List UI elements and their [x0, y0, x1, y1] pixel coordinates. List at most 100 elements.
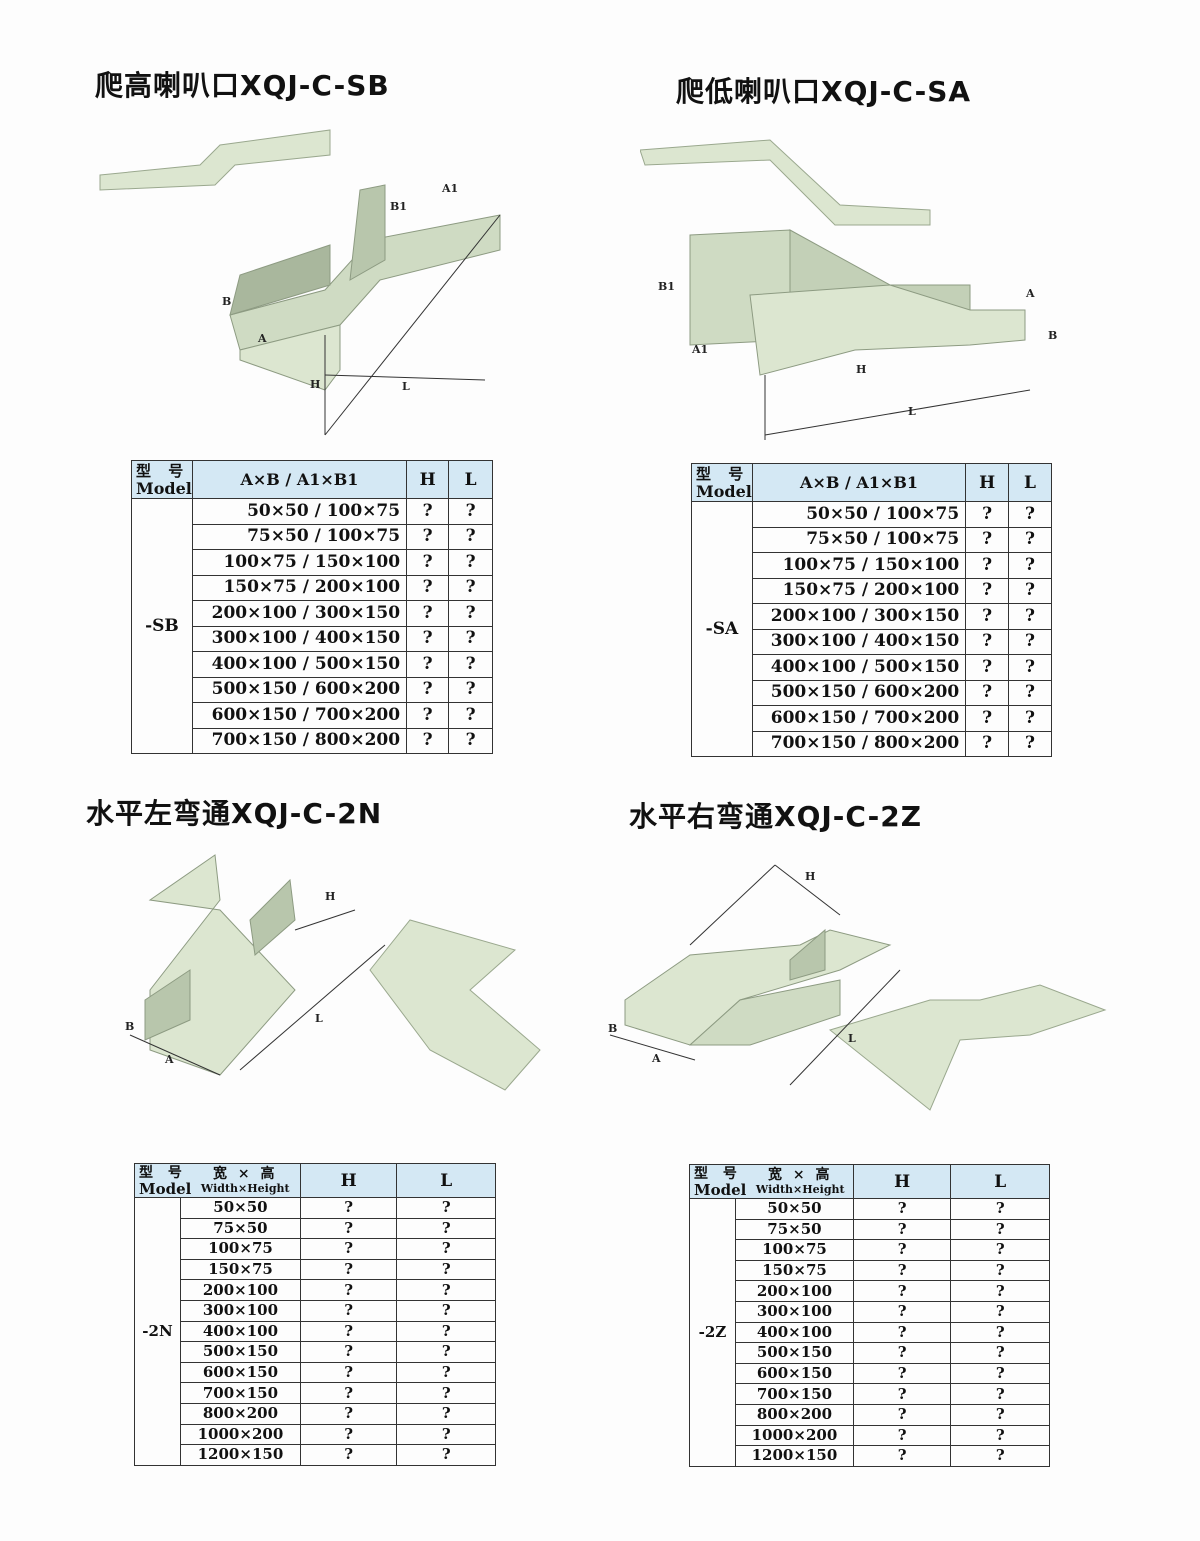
table-row: 500×150?? — [135, 1341, 496, 1363]
l-cell: ? — [1008, 603, 1052, 630]
l-cell: ? — [396, 1382, 496, 1404]
table-row: 500×150 / 600×200?? — [132, 676, 493, 703]
l-cell: ? — [396, 1341, 496, 1363]
model-header-cn: 型 号 — [136, 461, 190, 480]
size-cell: 700×150 — [734, 1383, 854, 1405]
h-cell: ? — [965, 552, 1010, 579]
table-row: 1000×200?? — [690, 1424, 1050, 1447]
l-cell: ? — [1008, 705, 1052, 732]
size-cell: 75×50 / 100×75 — [751, 526, 967, 553]
size-cell: 700×150 / 800×200 — [191, 727, 408, 754]
dim-label: L — [315, 1012, 323, 1025]
l-cell: ? — [448, 600, 493, 627]
table-row: 1200×150?? — [135, 1444, 496, 1466]
l-cell: ? — [396, 1197, 496, 1219]
size-cell: 400×100 — [734, 1321, 854, 1344]
table-row: 100×75?? — [135, 1238, 496, 1260]
dim-label: B — [125, 1020, 134, 1033]
size-header: A×B / A1×B1 — [751, 463, 967, 502]
l-cell: ? — [396, 1299, 496, 1322]
size-header: Width×Height — [755, 1182, 845, 1196]
table-row: 100×75 / 150×100?? — [132, 549, 493, 576]
illustration-2n: H B A L — [125, 854, 541, 1091]
l-cell: ? — [950, 1362, 1050, 1385]
h-cell: ? — [406, 702, 450, 729]
l-cell: ? — [396, 1217, 496, 1240]
h-cell: ? — [965, 679, 1010, 706]
size-cell: 1200×150 — [179, 1444, 301, 1466]
table-row: 700×150 / 800×200?? — [132, 727, 493, 754]
h-cell: ? — [852, 1280, 952, 1302]
illustration-2z: H B A L — [608, 864, 1107, 1111]
table-row: 600×150?? — [690, 1362, 1050, 1385]
size-cell: 50×50 — [179, 1197, 301, 1219]
dim-label: A1 — [691, 343, 708, 356]
h-cell: ? — [965, 628, 1010, 655]
size-cell: 50×50 — [734, 1198, 854, 1220]
l-cell: ? — [448, 676, 493, 703]
h-header: H — [406, 460, 450, 499]
h-cell: ? — [852, 1445, 952, 1467]
table-row: 200×100?? — [690, 1280, 1050, 1302]
h-cell: ? — [406, 523, 450, 550]
size-cell: 75×50 / 100×75 — [191, 523, 408, 550]
l-cell: ? — [448, 625, 493, 652]
l-cell: ? — [950, 1342, 1050, 1364]
l-header: L — [396, 1163, 496, 1198]
model-cell: -2Z — [689, 1198, 736, 1467]
size-header: Width×Height — [200, 1181, 290, 1195]
l-cell: ? — [950, 1403, 1050, 1426]
table-row: 1000×200?? — [135, 1423, 496, 1446]
size-header-cn: 宽 × 高 — [768, 1166, 833, 1183]
h-cell: ? — [852, 1403, 952, 1426]
size-cell: 300×100 — [734, 1300, 854, 1323]
h-cell: ? — [299, 1361, 398, 1384]
title-sa: 爬低喇叭口XQJ-C-SA — [676, 75, 972, 108]
dim-label: L — [402, 380, 410, 393]
size-cell: 1200×150 — [734, 1445, 854, 1467]
dim-label: L — [908, 405, 916, 418]
table-row: 75×50 / 100×75?? — [692, 526, 1052, 553]
h-cell: ? — [406, 625, 450, 652]
h-cell: ? — [406, 600, 450, 627]
l-cell: ? — [448, 549, 493, 576]
h-cell: ? — [406, 574, 450, 601]
size-cell: 600×150 — [179, 1361, 301, 1384]
h-cell: ? — [299, 1402, 398, 1425]
size-cell: 100×75 — [179, 1238, 301, 1260]
table-row: 75×50?? — [135, 1217, 496, 1240]
l-cell: ? — [396, 1238, 496, 1260]
h-cell: ? — [965, 577, 1010, 604]
title-2n: 水平左弯通XQJ-C-2N — [86, 797, 383, 830]
l-cell: ? — [396, 1444, 496, 1466]
l-cell: ? — [1008, 501, 1052, 528]
h-cell: ? — [852, 1218, 952, 1241]
size-cell: 600×150 / 700×200 — [751, 705, 967, 732]
h-cell: ? — [299, 1217, 398, 1240]
size-cell: 800×200 — [179, 1402, 301, 1425]
dim-label: H — [856, 363, 866, 376]
h-cell: ? — [299, 1238, 398, 1260]
dim-label: B — [608, 1022, 617, 1035]
table-row: 400×100 / 500×150?? — [132, 651, 493, 678]
h-cell: ? — [299, 1197, 398, 1219]
table-row: 75×50 / 100×75?? — [132, 523, 493, 550]
h-cell: ? — [965, 730, 1010, 757]
model-header-cn: 型 号 — [139, 1164, 187, 1181]
model-header-cn: 型 号 — [694, 1165, 742, 1182]
h-cell: ? — [852, 1383, 952, 1405]
h-cell: ? — [406, 549, 450, 576]
table-row: 75×50?? — [690, 1218, 1050, 1241]
size-cell: 600×150 — [734, 1362, 854, 1385]
l-cell: ? — [1008, 577, 1052, 604]
model-header-en: Model — [694, 1180, 747, 1199]
l-cell: ? — [396, 1320, 496, 1343]
size-cell: 800×200 — [734, 1403, 854, 1426]
